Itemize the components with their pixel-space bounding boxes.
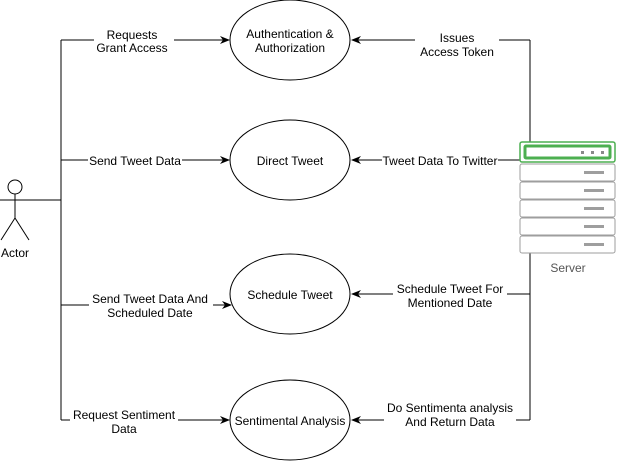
edge-label-schedule-for-line2: Mentioned Date [408, 296, 493, 310]
use-case-direct-tweet-ellipse [229, 119, 351, 201]
edge-label-request-sentiment-line2: Data [111, 422, 137, 436]
server-connectors [351, 36, 531, 424]
edge-label-schedule-for-line1: Schedule Tweet For [397, 282, 504, 296]
edge-label-send-scheduled-line1: Send Tweet Data And [92, 292, 208, 306]
edge-label-bg [393, 282, 507, 310]
server-unit [519, 163, 616, 182]
server-edge-labels: Issues Access Token Tweet Data To Twitte… [382, 30, 516, 429]
edge-label-bg [88, 153, 182, 167]
edge-label-request-sentiment-line1: Request Sentiment [73, 408, 176, 422]
use-case-sentiment-ellipse [229, 379, 351, 461]
edge-label-bg [382, 153, 498, 167]
actor: Actor [0, 179, 30, 260]
use-case-schedule-tweet: Schedule Tweet [229, 253, 351, 335]
edge-label-issues-line1: Issues [440, 31, 475, 45]
edge-label-bg [70, 407, 178, 435]
actor-label: Actor [1, 246, 29, 260]
server-unit [519, 199, 616, 218]
edge-label-tweet-to-twitter: Tweet Data To Twitter [383, 154, 498, 168]
edge-label-requests-line1: Requests [107, 28, 158, 42]
use-case-sentimental-analysis: Sentimental Analysis [229, 379, 351, 461]
use-case-auth-ellipse [229, 0, 351, 81]
edge-label-issues-line2: Access Token [420, 45, 494, 59]
server-icon: Server [519, 141, 616, 275]
edge-label-send-tweet-data: Send Tweet Data [89, 154, 181, 168]
use-case-direct-tweet: Direct Tweet [229, 119, 351, 201]
server-unit [519, 217, 616, 236]
actor-leg-right [14, 217, 30, 241]
actor-connectors [30, 36, 232, 424]
use-case-auth-label-line1: Authentication & [246, 27, 333, 41]
actor-edge-labels: Requests Grant Access Send Tweet Data Se… [70, 27, 213, 436]
use-case-schedule-tweet-ellipse [229, 253, 351, 335]
server-unit-active-panel [523, 144, 612, 160]
actor-leg-left [0, 217, 16, 241]
edge-label-bg [415, 30, 499, 58]
server-unit [519, 181, 616, 200]
use-case-sentiment-label: Sentimental Analysis [235, 414, 346, 428]
use-case-auth-label-line2: Authorization [255, 41, 325, 55]
edge-label-sentiment-analysis-line1: Do Sentimenta analysis [387, 401, 513, 415]
edge-label-send-scheduled-line2: Scheduled Date [107, 306, 193, 320]
edge-label-bg [384, 399, 516, 429]
use-case-direct-tweet-label: Direct Tweet [257, 154, 324, 168]
edge-label-sentiment-analysis-line2: And Return Data [405, 415, 495, 429]
edge-label-bg [89, 291, 213, 319]
use-case-schedule-tweet-label: Schedule Tweet [247, 288, 333, 302]
edge-label-bg [94, 27, 174, 55]
use-case-auth: Authentication & Authorization [229, 0, 351, 81]
server-label: Server [550, 261, 585, 275]
server-unit [519, 235, 616, 254]
edge-label-requests-line2: Grant Access [96, 41, 167, 55]
actor-head [7, 179, 23, 195]
